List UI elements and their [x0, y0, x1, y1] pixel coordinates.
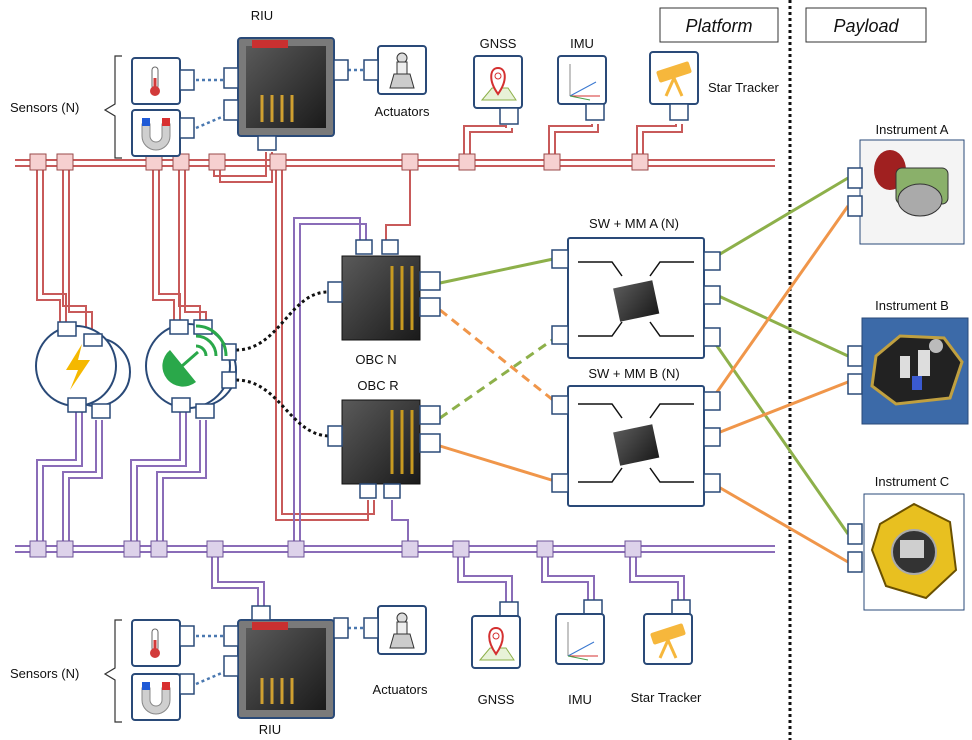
thruster-icon — [389, 52, 415, 89]
svg-text:Actuators: Actuators — [375, 104, 430, 119]
actuators-bottom: Actuators — [363, 605, 428, 697]
svg-text:Instrument C: Instrument C — [875, 474, 949, 489]
svg-text:OBC N: OBC N — [355, 352, 396, 367]
actuators-top: Actuators — [363, 45, 430, 119]
instrument-c: Instrument C — [847, 474, 965, 611]
axes-icon — [567, 622, 598, 661]
map-pin-icon — [478, 626, 515, 661]
lightning-icon — [66, 344, 90, 390]
instrument-a: Instrument A — [847, 122, 965, 245]
telescope-icon — [656, 61, 692, 97]
svg-text:IMU: IMU — [568, 692, 592, 707]
svg-text:GNSS: GNSS — [480, 36, 517, 51]
thermometer-sensor-bottom — [131, 619, 195, 667]
antenna-unit — [145, 319, 237, 419]
imu-bottom: IMU — [555, 599, 605, 707]
svg-text:Star Tracker: Star Tracker — [631, 690, 702, 705]
gnss-bottom: GNSS — [471, 601, 521, 707]
bottom-bus-ports — [29, 540, 642, 558]
obc-r: OBC R — [327, 378, 441, 499]
sensors-top: Sensors (N) — [10, 55, 195, 159]
map-pin-icon — [480, 66, 517, 101]
thermometer-sensor-top — [131, 57, 195, 105]
svg-text:Instrument B: Instrument B — [875, 298, 949, 313]
magnet-sensor-bottom — [131, 673, 195, 721]
svg-text:Platform: Platform — [685, 16, 752, 36]
imu-top: IMU — [557, 36, 607, 121]
telescope-icon — [650, 623, 686, 659]
bottom-purple-bus — [15, 545, 775, 553]
gnss-top: GNSS — [473, 36, 523, 125]
sw-mm-b: SW + MM B (N) — [551, 366, 721, 507]
dotted-links — [235, 290, 331, 438]
magnet-sensor-top — [131, 109, 195, 157]
riu-bottom: RIU — [223, 605, 349, 737]
obc-n: OBC N — [327, 239, 441, 367]
svg-text:RIU: RIU — [259, 722, 281, 737]
svg-text:Payload: Payload — [833, 16, 899, 36]
thruster-icon — [389, 612, 415, 649]
svg-text:Star Tracker: Star Tracker — [708, 80, 779, 95]
svg-text:IMU: IMU — [570, 36, 594, 51]
power-unit — [35, 321, 131, 419]
purple-branches — [36, 217, 685, 606]
sensors-bottom: Sensors (N) — [10, 619, 195, 723]
riu-top: RIU — [223, 8, 349, 151]
platform-header: Platform — [659, 7, 779, 43]
svg-text:SW + MM A (N): SW + MM A (N) — [589, 216, 679, 231]
svg-text:SW + MM B (N): SW + MM B (N) — [588, 366, 679, 381]
sw-mm-a: SW + MM A (N) — [551, 216, 721, 359]
magnet-icon — [141, 118, 171, 151]
thermometer-icon — [150, 66, 160, 96]
svg-text:RIU: RIU — [251, 8, 273, 23]
red-branches — [36, 124, 683, 521]
svg-text:Instrument A: Instrument A — [876, 122, 949, 137]
star-tracker-top: Star Tracker — [649, 51, 779, 121]
axes-icon — [569, 64, 600, 101]
svg-text:Actuators: Actuators — [373, 682, 428, 697]
svg-text:Sensors (N): Sensors (N) — [10, 100, 79, 115]
top-bus-ports — [29, 153, 649, 171]
instrument-b: Instrument B — [847, 298, 969, 425]
top-red-bus — [15, 159, 775, 167]
svg-text:Sensors (N): Sensors (N) — [10, 666, 79, 681]
payload-header: Payload — [805, 7, 927, 43]
thermometer-icon — [150, 628, 160, 658]
magnet-icon — [141, 682, 171, 715]
svg-text:GNSS: GNSS — [478, 692, 515, 707]
svg-text:OBC R: OBC R — [357, 378, 398, 393]
satellite-dish-icon — [162, 324, 228, 387]
payload-links — [439, 176, 850, 564]
star-tracker-bottom: Star Tracker — [631, 599, 702, 705]
